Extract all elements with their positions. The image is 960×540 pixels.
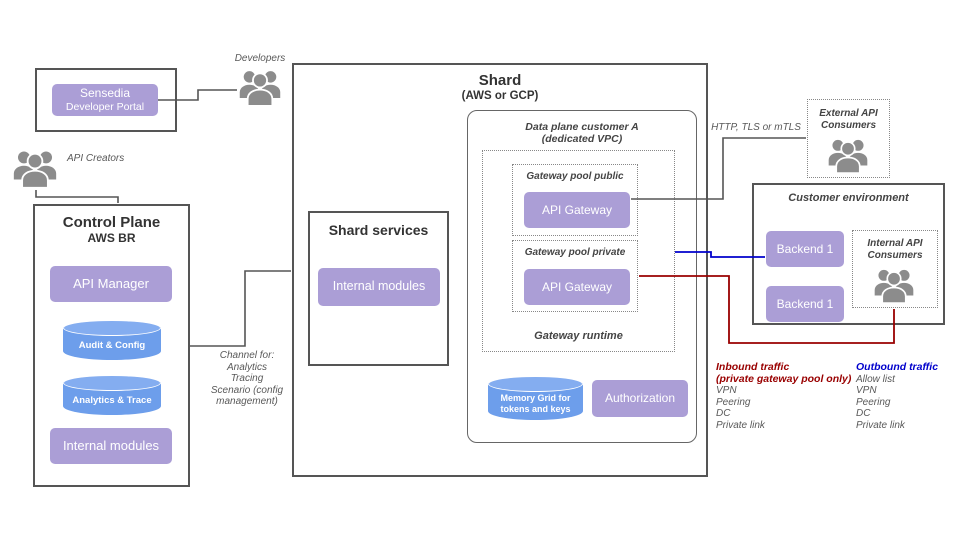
developers-icon (238, 66, 282, 108)
memory-grid-label-line1: Memory Grid for (500, 393, 571, 404)
sensedia-subtitle: Developer Portal (65, 100, 145, 113)
developers-label: Developers (234, 53, 286, 64)
outbound-title: Outbound traffic (856, 361, 939, 373)
internal-api-consumers-line2: Consumers (867, 250, 923, 261)
shard-services-title: Shard services (328, 222, 429, 238)
authorization-box: Authorization (592, 380, 688, 417)
memory-grid-label-line2: tokens and keys (500, 404, 571, 414)
inbound-item: DC (716, 408, 731, 419)
inbound-title-line1: Inbound traffic (716, 361, 790, 373)
inbound-title-line2: (private gateway pool only) (716, 372, 852, 385)
shard-internal-modules-box: Internal modules (318, 268, 440, 306)
audit-config-label: Audit & Config (78, 340, 146, 352)
backend-1b-box: Backend 1 (766, 286, 844, 322)
external-api-consumers-box (807, 99, 890, 178)
control-plane-subtitle: AWS BR (87, 231, 136, 245)
internal-api-consumers-icon (873, 266, 915, 304)
gateway-pool-private-label: Gateway pool private (524, 247, 626, 258)
creators-controlplane-connector (35, 190, 119, 203)
gateway-pool-private-box (512, 240, 638, 312)
backend-1a-box: Backend 1 (766, 231, 844, 267)
external-api-consumers-label: External API Consumers (807, 108, 890, 132)
api-gateway-public-box: API Gateway (524, 192, 630, 228)
outbound-traffic-note: Outbound traffic Allow list VPN Peering … (856, 361, 956, 431)
gateway-pool-public-label: Gateway pool public (526, 171, 624, 182)
outbound-item: Peering (856, 396, 891, 408)
inbound-item: Peering (716, 396, 751, 408)
sensedia-title: Sensedia (79, 85, 131, 100)
gateway-pool-public-box (512, 164, 638, 236)
inbound-traffic-note: Inbound traffic (private gateway pool on… (716, 361, 856, 431)
api-creators-icon (12, 146, 58, 190)
api-manager-box: API Manager (50, 266, 172, 302)
controlplane-shard-connector (190, 270, 291, 347)
audit-config-db: Audit & Config (63, 320, 161, 360)
outbound-item: Allow list (856, 373, 895, 385)
channel-note: Channel for: Analytics Tracing Scenario … (196, 350, 298, 408)
channel-note-line: Scenario (config (210, 384, 284, 396)
http-tls-label: HTTP, TLS or mTLS (711, 122, 801, 133)
api-gateway-private-box: API Gateway (524, 269, 630, 305)
channel-note-line: Tracing (230, 373, 264, 384)
internal-api-consumers-box (852, 230, 938, 308)
gateway-runtime-label: Gateway runtime (534, 330, 623, 342)
outbound-item: VPN (856, 385, 877, 396)
data-plane-subtitle: (dedicated VPC) (541, 133, 623, 145)
api-creators-label: API Creators (67, 153, 125, 164)
gateway-runtime-box (482, 150, 675, 352)
internal-api-consumers-label: Internal API Consumers (852, 238, 938, 262)
external-api-consumers-icon (827, 136, 869, 174)
outbound-item: Private link (856, 419, 905, 431)
analytics-trace-label: Analytics & Trace (72, 395, 152, 407)
channel-note-line: management) (216, 396, 278, 407)
internal-api-consumers-line1: Internal API (867, 238, 923, 249)
shard-title: Shard (478, 72, 522, 89)
channel-note-line: Channel for: (219, 350, 275, 361)
sensedia-developer-portal-box: Sensedia Developer Portal (52, 84, 158, 116)
channel-note-line: Analytics (226, 361, 267, 373)
external-api-consumers-line1: External API (819, 108, 878, 119)
internal-modules-box: Internal modules (50, 428, 172, 464)
memory-grid-db: Memory Grid for tokens and keys (488, 376, 583, 420)
inbound-item: VPN (716, 385, 737, 396)
inbound-item: Private link (716, 419, 765, 431)
outbound-item: DC (856, 408, 871, 419)
shard-subtitle: (AWS or GCP) (461, 90, 539, 102)
analytics-trace-db: Analytics & Trace (63, 375, 161, 415)
control-plane-title: Control Plane (62, 214, 161, 231)
data-plane-title: Data plane customer A (525, 121, 639, 133)
external-api-consumers-line2: Consumers (820, 120, 876, 131)
customer-environment-title: Customer environment (788, 192, 909, 204)
